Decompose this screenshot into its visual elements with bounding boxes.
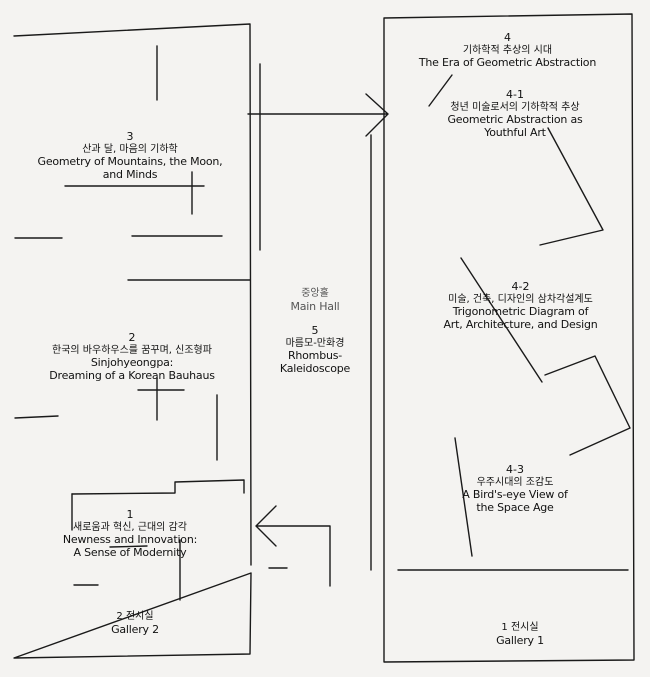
section-title-english: the Space Age: [476, 500, 554, 514]
section-title-english: A Sense of Modernity: [73, 545, 187, 559]
section-number: 4-3: [506, 463, 524, 476]
partition-wall: [539, 127, 604, 246]
section-title-english: Geometric Abstraction as: [447, 113, 583, 126]
partition-wall: [14, 415, 59, 419]
section-title-korean: 청년 미술로서의 기하학적 추상: [450, 101, 580, 113]
section-title-english: Newness and Innovation:: [62, 533, 198, 546]
partition-wall: [454, 437, 473, 557]
section-title-english: Art, Architecture, and Design: [443, 317, 598, 331]
section-2-label: 2 한국의 바우하우스를 꿈꾸며, 신조형파 Sinjohyeongpa: Dr…: [18, 331, 246, 382]
gallery-name-korean: 1 전시실: [501, 622, 539, 633]
gallery-name-english: Gallery 2: [111, 622, 159, 636]
section-title-korean: 우주시대의 조감도: [476, 476, 554, 488]
section-title-korean: 한국의 바우하우스를 꿈꾸며, 신조형파: [52, 344, 212, 356]
gallery-2-wall: [13, 23, 252, 659]
gallery-name-english: Gallery 1: [496, 633, 544, 647]
section-4-1-label: 4-1 청년 미술로서의 기하학적 추상 Geometric Abstracti…: [425, 88, 605, 139]
main-hall-label: 중앙홀 Main Hall: [265, 288, 365, 313]
section-number: 1: [126, 508, 134, 521]
main-hall-english: Main Hall: [290, 299, 340, 313]
section-4-3-label: 4-3 우주시대의 조감도 A Bird's-eye View of the S…: [445, 463, 585, 514]
section-4-label: 4 기하학적 추상의 시대 The Era of Geometric Abstr…: [405, 31, 610, 70]
partition-wall: [109, 545, 148, 548]
gallery-name-korean: 2 전시실: [116, 611, 154, 622]
section-title-korean: 산과 달, 마음의 기하학: [82, 143, 178, 155]
gallery-2-step-wall: [71, 479, 245, 495]
arrow-to-gallery-1: [247, 93, 389, 137]
section-number: 2: [128, 331, 136, 344]
section-title-english: A Bird's-eye View of: [462, 488, 568, 501]
section-title-english: and Minds: [102, 167, 158, 181]
section-4-2-label: 4-2 미술, 건축, 디자인의 삼차각설계도 Trigonometric Di…: [418, 280, 623, 331]
section-title-english: Dreaming of a Korean Bauhaus: [49, 368, 215, 382]
gallery-2-label: 2 전시실 Gallery 2: [80, 611, 190, 636]
main-hall-korean: 중앙홀: [301, 288, 329, 299]
partition-wall: [428, 74, 453, 107]
section-number: 5: [311, 324, 319, 337]
gallery-1-label: 1 전시실 Gallery 1: [465, 622, 575, 647]
section-title-korean: 미술, 건축, 디자인의 삼차각설계도: [448, 293, 593, 305]
section-number: 4: [504, 31, 511, 44]
section-title-english: The Era of Geometric Abstraction: [418, 56, 597, 69]
section-title-english: Geometry of Mountains, the Moon,: [37, 155, 223, 168]
partition-wall: [544, 355, 631, 456]
section-3-label: 3 산과 달, 마음의 기하학 Geometry of Mountains, t…: [30, 130, 230, 181]
section-number: 4-2: [511, 280, 530, 293]
section-title-english: Youthful Art: [484, 125, 546, 139]
section-title-english: Rhombus-: [287, 349, 343, 362]
arrow-to-gallery-2: [255, 505, 331, 587]
section-number: 4-1: [506, 88, 524, 101]
section-title-english: Sinjohyeongpa:: [90, 356, 174, 369]
section-title-korean: 새로움과 혁신, 근대의 감각: [73, 521, 187, 533]
section-title-english: Kaleidoscope: [279, 361, 351, 375]
gallery-1-wall: [383, 13, 635, 663]
section-title-korean: 기하학적 추상의 시대: [462, 44, 553, 56]
section-title-english: Trigonometric Diagram of: [452, 305, 589, 318]
section-1-label: 1 새로움과 혁신, 근대의 감각 Newness and Innovation…: [30, 508, 230, 559]
section-title-korean: 마름모-만화경: [285, 337, 345, 349]
partition-wall: [460, 257, 543, 383]
section-number: 3: [126, 130, 134, 143]
section-5-label: 5 마름모-만화경 Rhombus- Kaleidoscope: [265, 324, 365, 375]
